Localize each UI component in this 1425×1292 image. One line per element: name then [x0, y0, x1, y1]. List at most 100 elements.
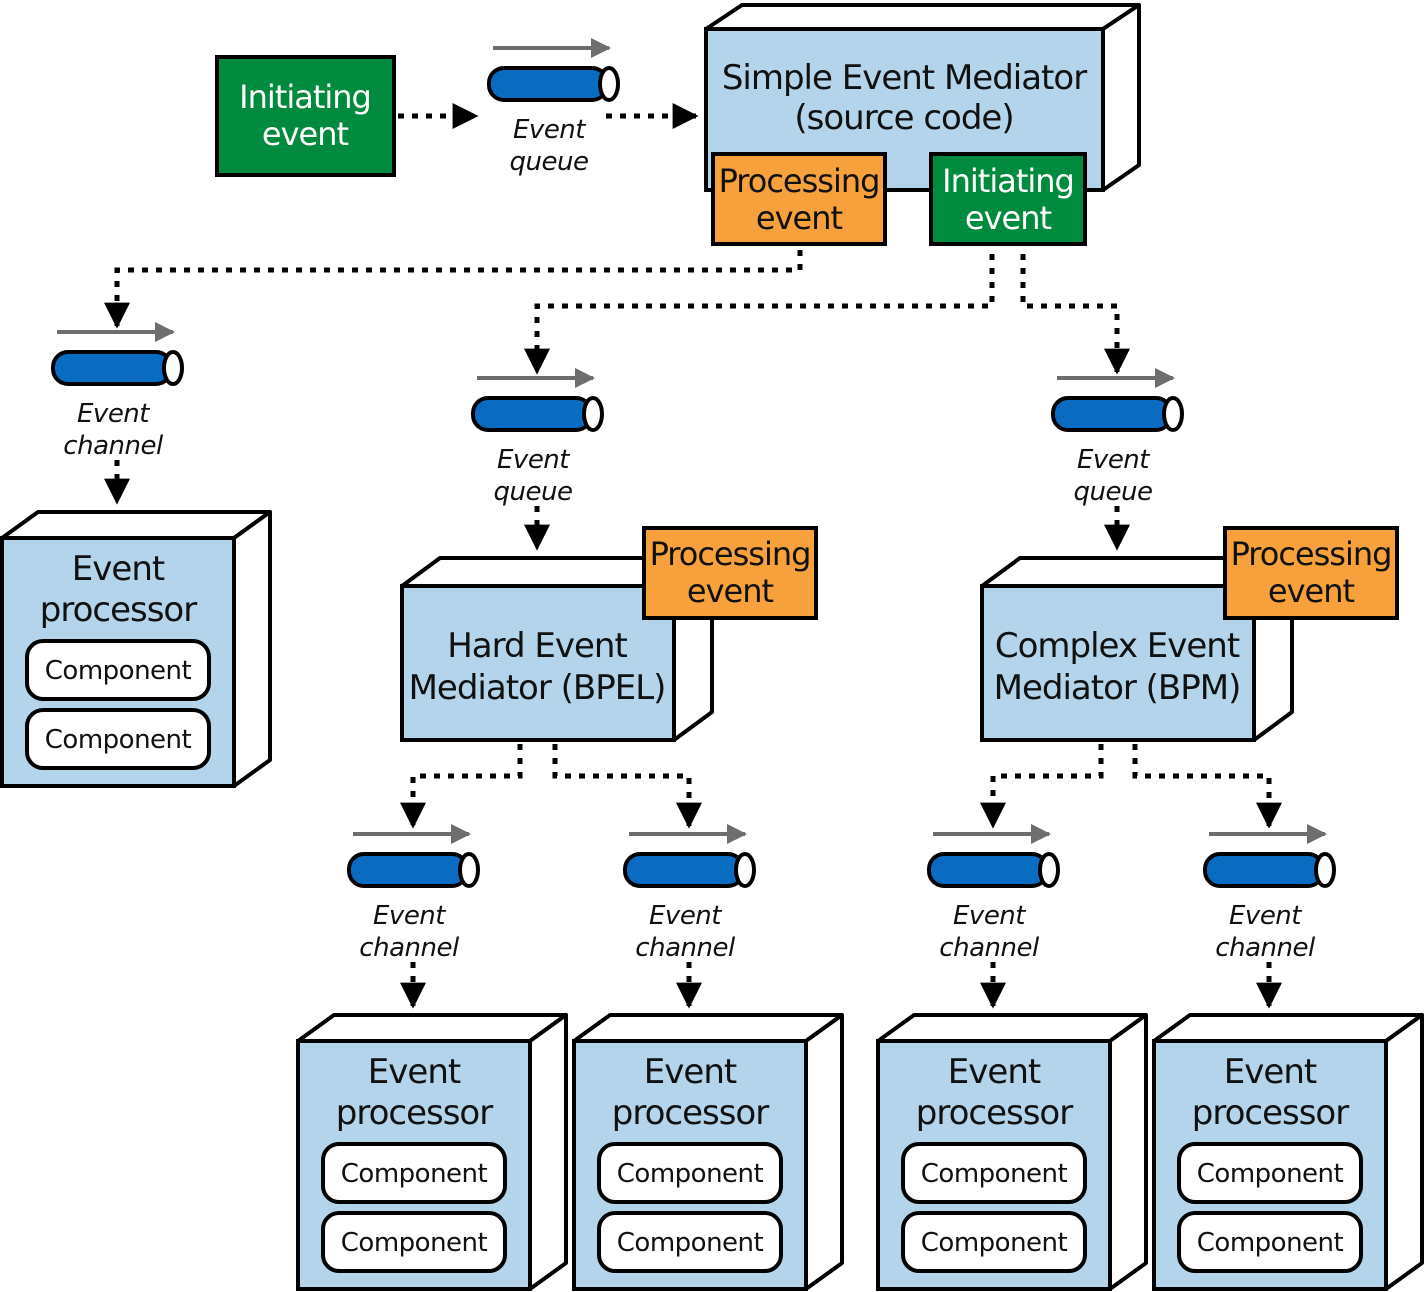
component-box: Component	[321, 1142, 507, 1204]
initiating-event-label-line1: Initiating	[239, 78, 371, 116]
event-processor-title-line2: processor	[1192, 1093, 1349, 1133]
processing-event-label-line1: Processing	[1231, 535, 1392, 573]
component-label: Component	[617, 1159, 764, 1189]
mediator-title-line1: Simple Event Mediator	[722, 58, 1087, 98]
event-channel-label-line2: channel	[635, 933, 736, 963]
component-box: Component	[321, 1211, 507, 1273]
event-queue-label-line1: Event	[497, 445, 570, 475]
connector-complex-to-channel-3	[980, 744, 1104, 829]
processing-event-label-line2: event	[1268, 572, 1355, 610]
connector-hard-to-channel-1	[400, 744, 523, 829]
initiating-event-label-line2: event	[262, 115, 349, 153]
component-label: Component	[921, 1159, 1068, 1189]
event-channel-label-line2: channel	[939, 933, 1040, 963]
event-channel-label-line2: channel	[1215, 933, 1316, 963]
event-processor-title-line1: Event	[1224, 1052, 1317, 1092]
queue-icon	[51, 350, 184, 386]
initiating-event-source: Initiating event	[215, 55, 396, 177]
event-channel-label-line1: Event	[649, 901, 722, 931]
queue-icon	[1203, 852, 1336, 888]
component-box: Component	[901, 1142, 1087, 1204]
connectors	[104, 103, 1282, 1009]
event-processor-title-line2: processor	[336, 1093, 493, 1133]
connector-mediator-to-complex-queue	[1020, 254, 1130, 375]
hard-mediator-title-line2: Mediator (BPEL)	[409, 668, 666, 708]
initiating-event-label-line1: Initiating	[942, 162, 1074, 200]
connector-hard-to-channel-2	[552, 744, 702, 829]
connector-mediator-to-left-channel	[104, 250, 803, 329]
initiating-event-top-right: Initiating event	[929, 152, 1087, 246]
processing-event-complex	[1223, 526, 1399, 620]
queue-icon	[471, 396, 604, 432]
component-label: Component	[341, 1159, 488, 1189]
component-label: Component	[45, 656, 192, 686]
component-label: Component	[1197, 1159, 1344, 1189]
component-box: Component	[901, 1211, 1087, 1273]
processing-event-label-line1: Processing	[650, 535, 811, 573]
processing-event-label-line2: event	[756, 199, 843, 237]
event-channel-label-line2: channel	[63, 431, 164, 461]
event-processor-title-line1: Event	[644, 1052, 737, 1092]
event-processor-title-line1: Event	[72, 549, 165, 589]
queue-icon	[623, 852, 756, 888]
component-box: Component	[597, 1142, 783, 1204]
event-channel-label-line2: channel	[359, 933, 460, 963]
connector-complex-to-channel-4	[1132, 744, 1282, 829]
component-label: Component	[45, 725, 192, 755]
component-box: Component	[597, 1211, 783, 1273]
hard-mediator-title-line1: Hard Event	[447, 626, 627, 666]
processing-event-top: Processing event	[711, 152, 887, 246]
complex-mediator-title-line1: Complex Event	[995, 626, 1240, 666]
event-processor-title-line1: Event	[948, 1052, 1041, 1092]
component-label: Component	[1197, 1228, 1344, 1258]
complex-mediator-title-line2: Mediator (BPM)	[994, 668, 1241, 708]
component-label: Component	[921, 1228, 1068, 1258]
hard-event-mediator: Hard Event Mediator (BPEL) Processing ev…	[400, 526, 818, 742]
initiating-event-label-line2: event	[965, 199, 1052, 237]
component-box: Component	[1177, 1142, 1363, 1204]
component-box: Component	[1177, 1211, 1363, 1273]
event-processors: EventprocessorComponentComponentEventpro…	[0, 510, 1424, 1291]
processing-event-label-line1: Processing	[719, 162, 880, 200]
event-queue-label-line2: queue	[1074, 477, 1153, 507]
event-queue-label-line2: queue	[510, 147, 589, 177]
queue-icon	[347, 852, 480, 888]
component-box: Component	[25, 708, 211, 770]
mediator-title-line2: (source code)	[794, 98, 1013, 138]
queue-icon	[927, 852, 1060, 888]
processing-event-label-line2: event	[687, 572, 774, 610]
event-channel-label-line1: Event	[77, 399, 150, 429]
event-channel-label-line1: Event	[1229, 901, 1302, 931]
event-channel-label-line1: Event	[953, 901, 1026, 931]
component-label: Component	[341, 1228, 488, 1258]
event-queue-label-line1: Event	[513, 115, 586, 145]
component-box: Component	[25, 639, 211, 701]
event-queue-label-line1: Event	[1077, 445, 1150, 475]
complex-event-mediator: Complex Event Mediator (BPM) Processing …	[980, 526, 1399, 742]
event-processor-title-line2: processor	[916, 1093, 1073, 1133]
event-channel-label-line1: Event	[373, 901, 446, 931]
queue-icon	[487, 66, 620, 102]
event-queue-label-line2: queue	[494, 477, 573, 507]
queue-icon	[1051, 396, 1184, 432]
event-processor-title-line2: processor	[40, 590, 197, 630]
event-processor-title-line1: Event	[368, 1052, 461, 1092]
component-label: Component	[617, 1228, 764, 1258]
event-processor-title-line2: processor	[612, 1093, 769, 1133]
processing-event-hard	[642, 526, 818, 620]
